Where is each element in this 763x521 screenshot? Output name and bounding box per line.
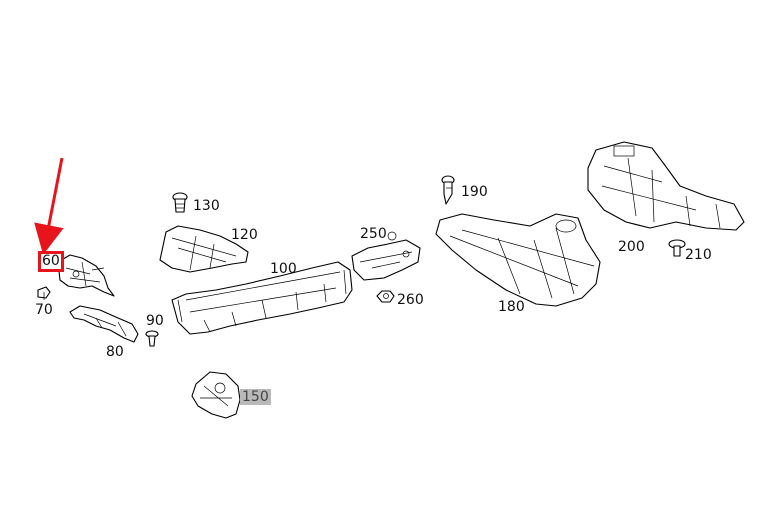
- callout-60[interactable]: 60: [38, 251, 64, 272]
- callout-250[interactable]: 250: [360, 226, 387, 242]
- callout-180[interactable]: 180: [498, 299, 525, 315]
- part-150-plate[interactable]: [191, 371, 241, 419]
- part-250-shield[interactable]: [351, 231, 421, 281]
- callout-100[interactable]: 100: [270, 261, 297, 277]
- pointer-arrow: [34, 157, 64, 255]
- part-130-bolt[interactable]: [172, 192, 188, 213]
- callout-120[interactable]: 120: [231, 227, 258, 243]
- part-180-floor-shield[interactable]: [435, 213, 601, 307]
- callout-130[interactable]: 130: [193, 198, 220, 214]
- callout-150[interactable]: 150: [240, 389, 271, 405]
- callout-80[interactable]: 80: [106, 344, 124, 360]
- part-200-rear-shield[interactable]: [587, 141, 745, 231]
- part-190-pin[interactable]: [441, 175, 455, 205]
- callout-70[interactable]: 70: [35, 302, 53, 318]
- callout-210[interactable]: 210: [685, 247, 712, 263]
- part-70-clip[interactable]: [37, 286, 51, 300]
- callout-90[interactable]: 90: [146, 313, 164, 329]
- part-120-shield[interactable]: [159, 225, 249, 273]
- callout-200[interactable]: 200: [618, 239, 645, 255]
- callout-190[interactable]: 190: [461, 184, 488, 200]
- part-100-tunnel-shield[interactable]: [171, 261, 353, 335]
- part-80-shield[interactable]: [69, 305, 139, 343]
- callout-260[interactable]: 260: [397, 292, 424, 308]
- part-260-nut[interactable]: [376, 290, 395, 303]
- part-210-clip[interactable]: [668, 239, 686, 257]
- part-60-bracket[interactable]: [57, 254, 115, 297]
- part-90-screw[interactable]: [145, 330, 159, 347]
